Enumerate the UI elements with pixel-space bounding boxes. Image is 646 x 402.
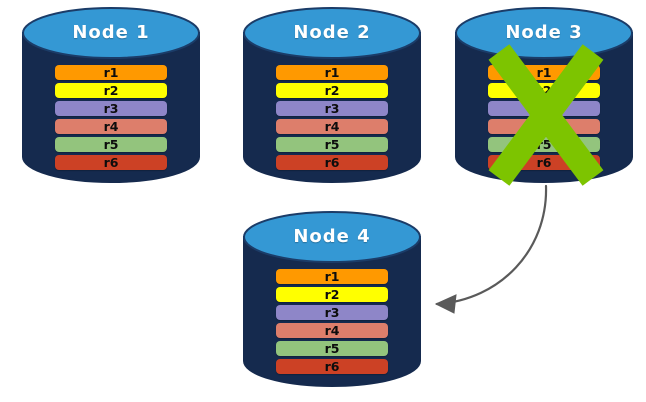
replication-arrow-line bbox=[435, 184, 548, 306]
row-bar-r6[interactable]: r6 bbox=[55, 155, 167, 170]
node-4-rows: r1 r2 r3 r4 r5 r6 bbox=[243, 269, 421, 377]
row-bar-r1[interactable]: r1 bbox=[276, 65, 388, 80]
row-bar-r1[interactable]: r1 bbox=[276, 269, 388, 284]
row-bar-r3[interactable]: r3 bbox=[276, 101, 388, 116]
row-bar-r2[interactable]: r2 bbox=[55, 83, 167, 98]
node-2-rows: r1 r2 r3 r4 r5 r6 bbox=[243, 65, 421, 173]
row-bar-r4[interactable]: r4 bbox=[276, 323, 388, 338]
row-bar-r3[interactable]: r3 bbox=[276, 305, 388, 320]
row-bar-r3[interactable]: r3 bbox=[55, 101, 167, 116]
row-bar-r6[interactable]: r6 bbox=[276, 359, 388, 374]
row-bar-r1[interactable]: r1 bbox=[55, 65, 167, 80]
row-bar-r2[interactable]: r2 bbox=[276, 287, 388, 302]
row-bar-r2[interactable]: r2 bbox=[276, 83, 388, 98]
cylinder-top bbox=[243, 7, 421, 59]
cylinder-top bbox=[22, 7, 200, 59]
row-bar-r4[interactable]: r4 bbox=[276, 119, 388, 134]
row-bar-r4[interactable]: r4 bbox=[55, 119, 167, 134]
row-bar-r5[interactable]: r5 bbox=[55, 137, 167, 152]
node-1-rows: r1 r2 r3 r4 r5 r6 bbox=[22, 65, 200, 173]
replication-arrow-head bbox=[434, 294, 457, 314]
row-bar-r6[interactable]: r6 bbox=[276, 155, 388, 170]
cylinder-top bbox=[243, 211, 421, 263]
row-bar-r5[interactable]: r5 bbox=[276, 341, 388, 356]
row-bar-r5[interactable]: r5 bbox=[276, 137, 388, 152]
